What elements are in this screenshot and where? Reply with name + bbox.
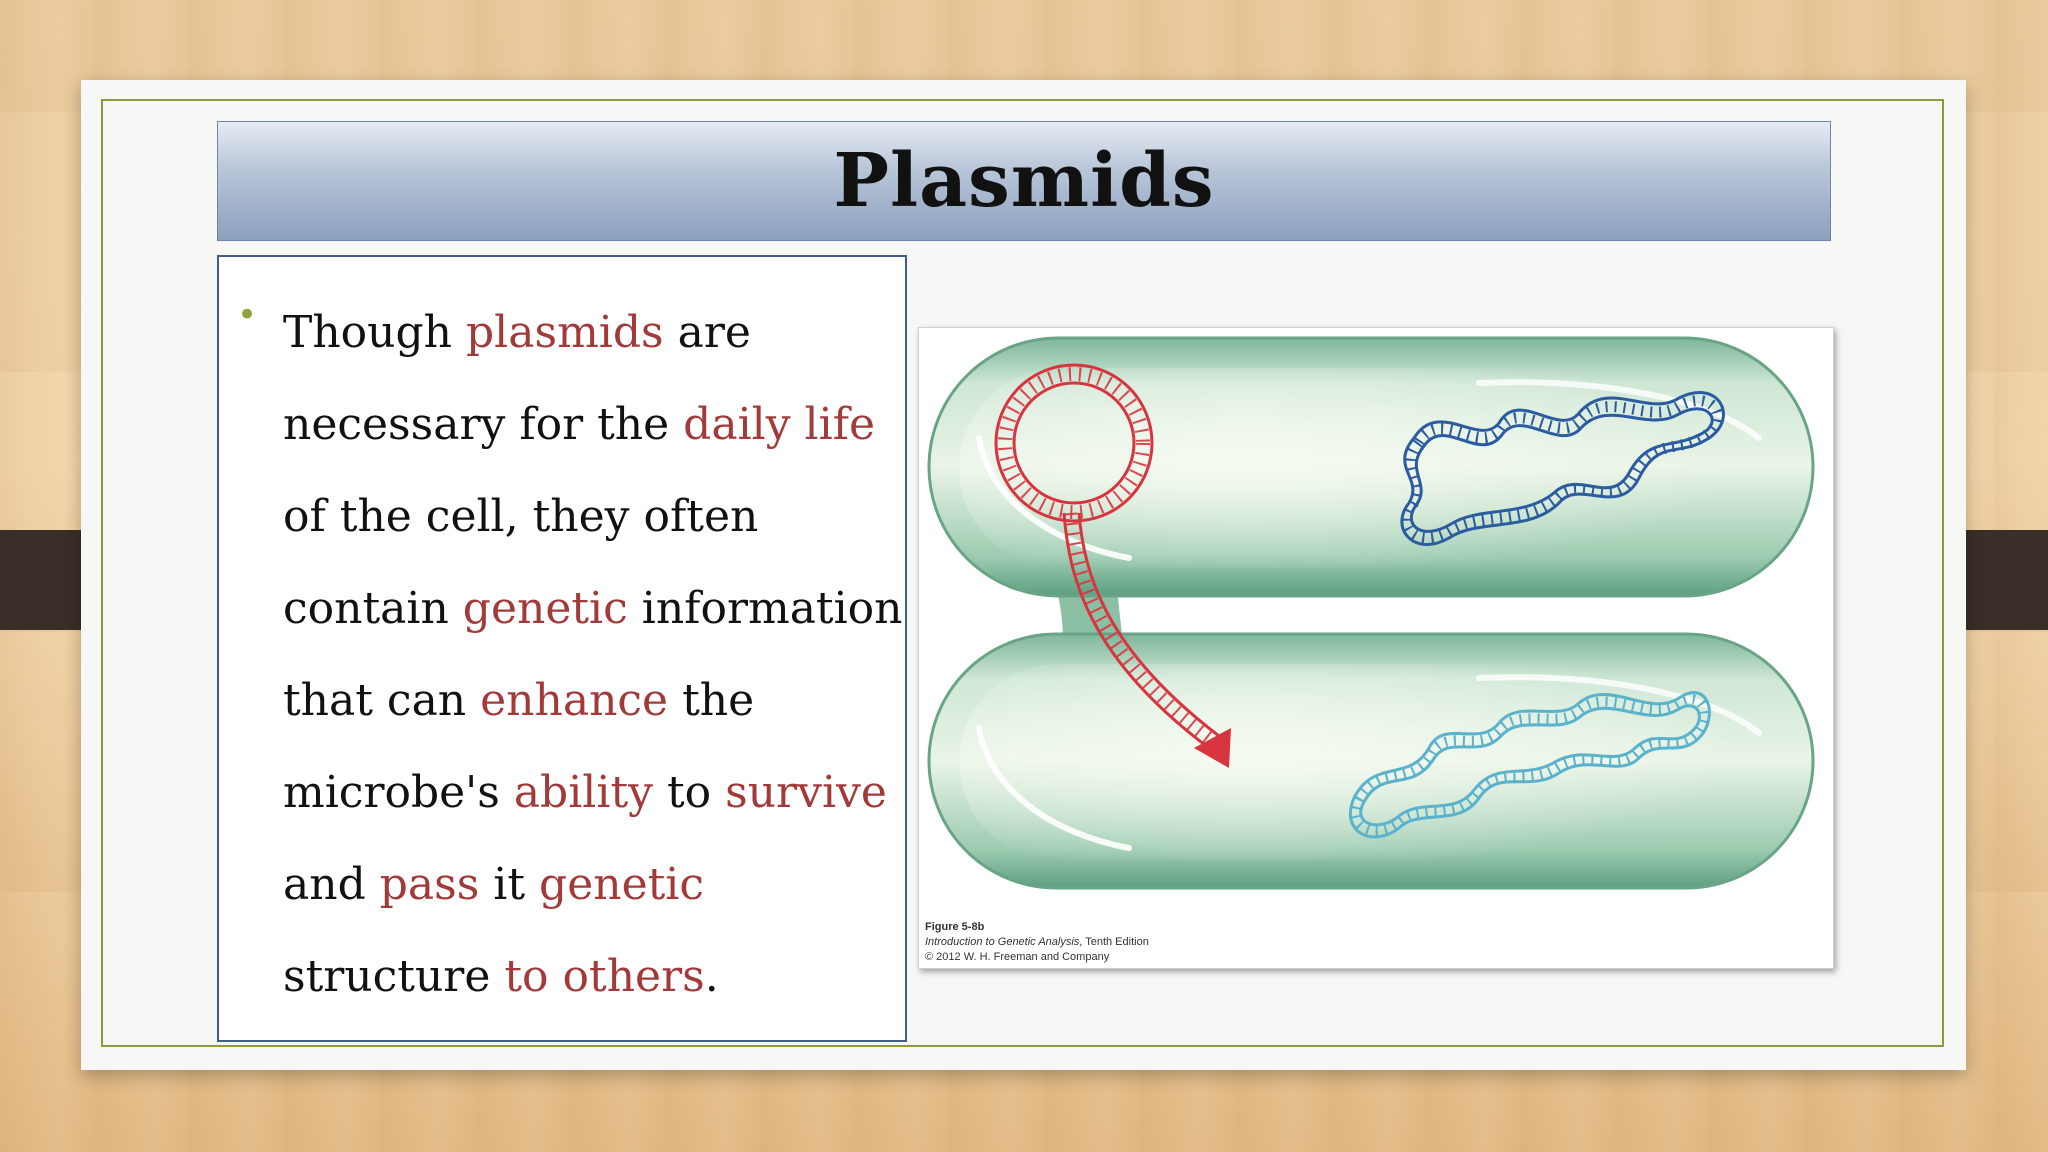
bullet-line: of the cell, they often — [283, 471, 903, 563]
bullet-text: and — [283, 859, 380, 910]
bullet-line: that can enhance the — [283, 655, 903, 747]
bullet-icon: • — [237, 295, 258, 335]
slide-title: Plasmids — [833, 138, 1215, 224]
highlighted-term: genetic — [462, 583, 628, 634]
bullet-line: necessary for the daily life — [283, 379, 903, 471]
highlighted-term: daily life — [683, 399, 876, 450]
highlighted-term: pass — [379, 859, 480, 910]
recipient-chromosome — [1348, 691, 1711, 839]
bullet-line: microbe's ability to survive — [283, 747, 903, 839]
bullet-text: to — [652, 767, 726, 818]
bullet-line: structure to others. — [283, 931, 903, 1023]
bullet-line: Though plasmids are — [283, 287, 903, 379]
bullet-text: it — [479, 859, 540, 910]
plasmid-transfer-arrow — [1062, 512, 1231, 768]
bullet-text: contain — [283, 583, 463, 634]
figure-copyright: © 2012 W. H. Freeman and Company — [925, 951, 1110, 963]
bullet-text: structure — [283, 951, 505, 1002]
figure-caption: Figure 5-8b Introduction to Genetic Anal… — [925, 920, 1149, 965]
figure-number: Figure 5-8b — [925, 921, 985, 933]
bullet-text: information — [627, 583, 903, 634]
highlighted-term: enhance — [480, 675, 669, 726]
bullet-line: contain genetic information — [283, 563, 903, 655]
title-bar: Plasmids — [217, 121, 1831, 241]
highlighted-term: survive — [725, 767, 887, 818]
bullet-text: necessary for the — [283, 399, 684, 450]
bullet-text: are — [663, 307, 751, 358]
bullet-text: . — [704, 951, 719, 1002]
bullet-text: of the cell, they often — [283, 491, 759, 542]
conjugation-diagram — [927, 336, 1815, 890]
highlighted-term: to others — [504, 951, 705, 1002]
highlighted-term: plasmids — [466, 307, 664, 358]
bullet-text: the — [668, 675, 755, 726]
highlighted-term: ability — [513, 767, 653, 818]
figure-edition: , Tenth Edition — [1079, 936, 1149, 948]
figure-book-title: Introduction to Genetic Analysis — [925, 936, 1080, 948]
slide-frame — [101, 99, 1944, 1047]
highlighted-term: genetic — [539, 859, 705, 910]
bullet-text: that can — [283, 675, 481, 726]
bullet-text: Though — [283, 307, 467, 358]
bullet-line: and pass it genetic — [283, 839, 903, 931]
plasmid-transfer-figure: Figure 5-8b Introduction to Genetic Anal… — [918, 327, 1834, 969]
donor-chromosome — [1400, 391, 1725, 546]
bullet-text: microbe's — [283, 767, 514, 818]
plasmid-ring — [994, 363, 1154, 523]
